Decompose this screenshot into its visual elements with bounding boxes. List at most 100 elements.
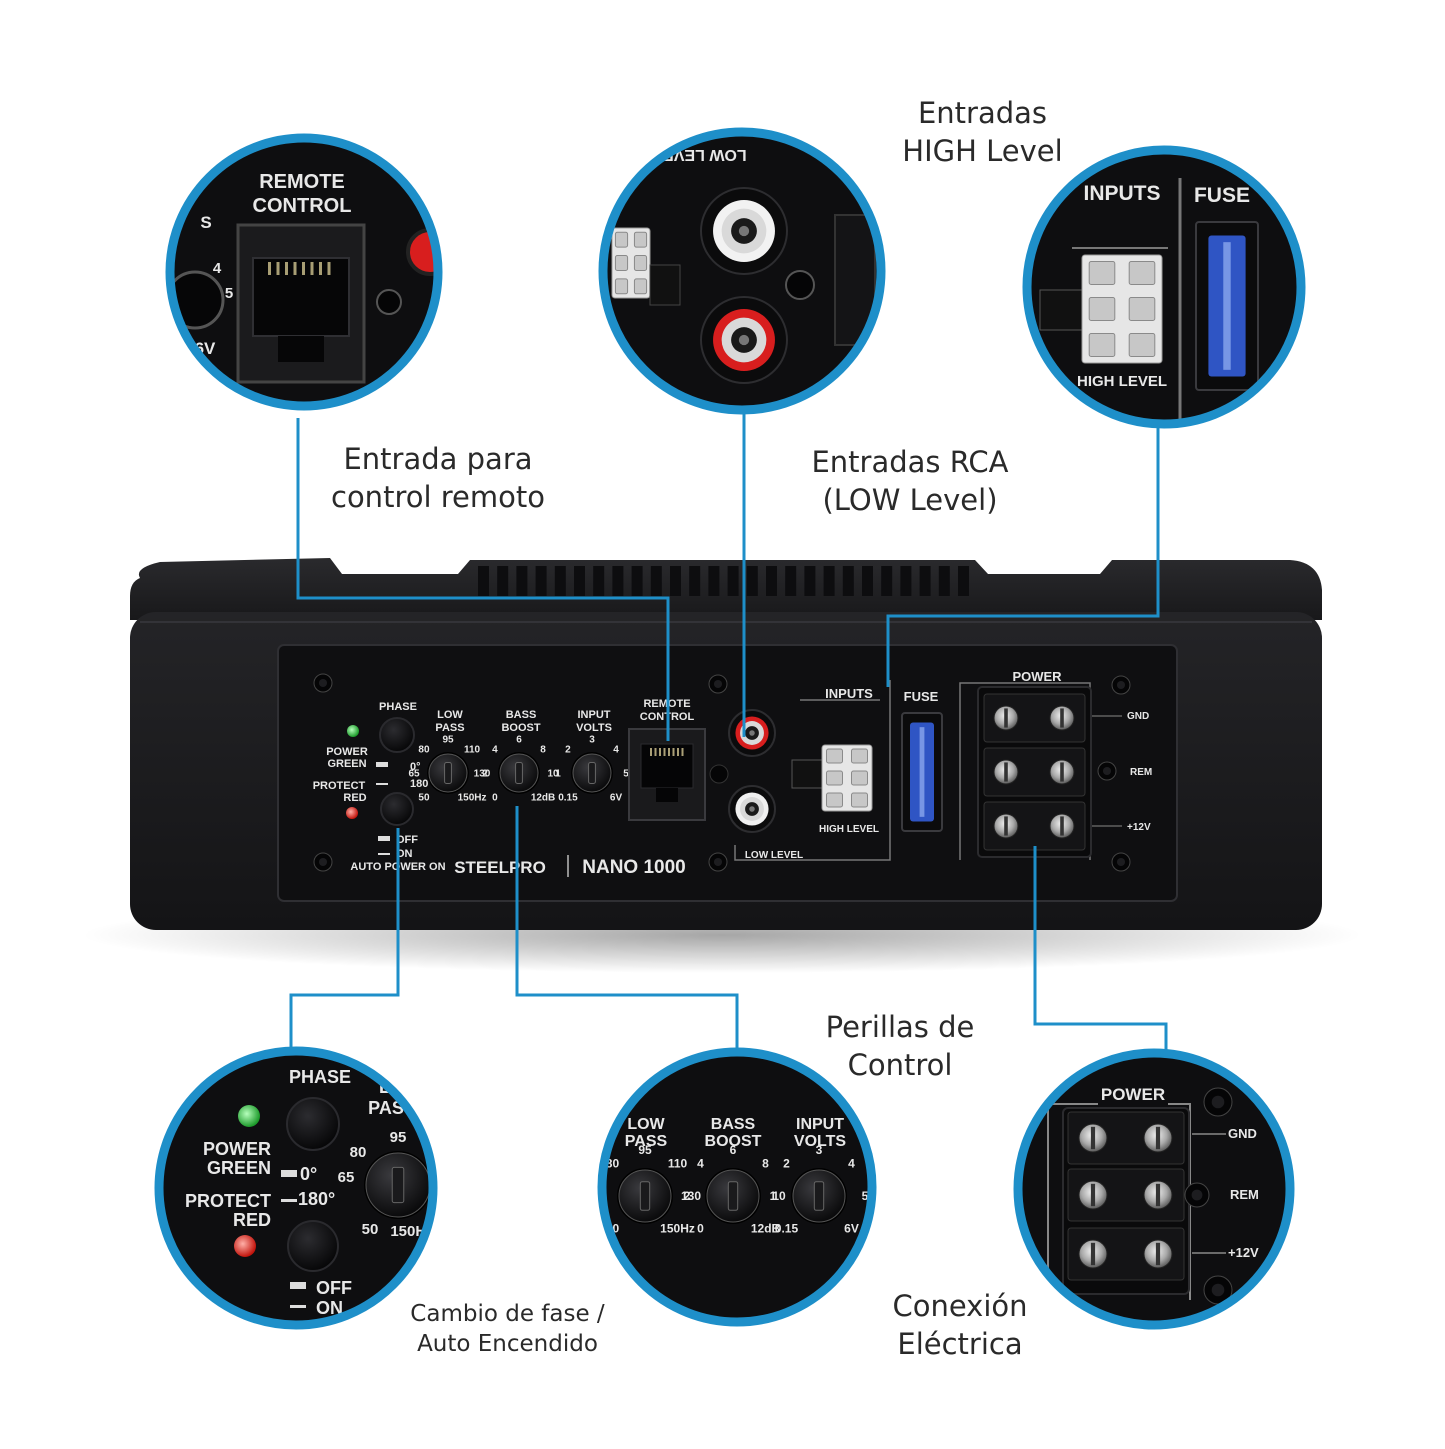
caption-control-knobs: Perillas de Control bbox=[800, 1009, 1000, 1084]
terminal-slot bbox=[1060, 708, 1064, 728]
push-button bbox=[380, 792, 414, 826]
fuse-element bbox=[919, 727, 925, 817]
caption-line: (LOW Level) bbox=[822, 482, 998, 517]
heatsink-slot bbox=[554, 566, 566, 596]
push-button bbox=[287, 1220, 339, 1272]
panel-label: 65 bbox=[338, 1169, 355, 1186]
molex-pin bbox=[1128, 332, 1156, 358]
panel-label: REM bbox=[1230, 1187, 1259, 1202]
switch-symbol bbox=[290, 1305, 306, 1308]
status-led bbox=[234, 1235, 256, 1257]
panel-label: PHASE bbox=[379, 701, 417, 713]
panel-label: HIGH LEVEL bbox=[1077, 373, 1167, 390]
heatsink-slot bbox=[631, 566, 643, 596]
caption-line: Eléctrica bbox=[897, 1326, 1023, 1361]
panel-label: 0° bbox=[300, 1164, 317, 1184]
panel-label: LOW LEVEL bbox=[745, 850, 803, 861]
molex-pin bbox=[633, 255, 648, 271]
caption-line: control remoto bbox=[331, 479, 545, 514]
panel-label: RED bbox=[233, 1210, 271, 1230]
heatsink-slot bbox=[650, 566, 662, 596]
panel-label: INPUT bbox=[796, 1116, 844, 1133]
screw-center bbox=[713, 857, 723, 867]
heatsink-slot bbox=[593, 566, 605, 596]
knob-tick-label: 3 bbox=[589, 735, 595, 746]
callout-line bbox=[1033, 846, 1168, 1054]
switch-symbol bbox=[281, 1199, 297, 1202]
knob-tick-label: 12dB bbox=[751, 1222, 781, 1236]
panel-label: PROTECT bbox=[313, 780, 366, 792]
panel-label: 4 bbox=[213, 260, 222, 277]
panel-label: 180° bbox=[410, 778, 433, 790]
knob-slot bbox=[391, 1166, 405, 1204]
zoom-border bbox=[598, 127, 886, 415]
status-led bbox=[347, 725, 359, 737]
fuse-element bbox=[1223, 242, 1231, 370]
panel-label: 0° bbox=[410, 761, 421, 773]
callout-line bbox=[886, 421, 1160, 687]
heatsink-slot bbox=[938, 566, 950, 596]
rj-contact bbox=[677, 748, 679, 756]
knob-tick-label: 0 bbox=[697, 1222, 704, 1236]
switch-symbol bbox=[376, 783, 388, 785]
rj-contact bbox=[319, 262, 322, 275]
panel-hole bbox=[709, 764, 729, 784]
panel-label: VOLTS bbox=[794, 1133, 846, 1150]
molex-pin bbox=[851, 792, 868, 808]
rj-contact bbox=[681, 748, 684, 756]
zoom-border bbox=[154, 1046, 438, 1330]
heatsink-slot bbox=[689, 566, 701, 596]
push-button bbox=[286, 1097, 340, 1151]
rj-port bbox=[252, 257, 350, 337]
panel-label: INPUT bbox=[578, 709, 611, 721]
caption-line: Entradas RCA bbox=[811, 445, 1009, 479]
terminal-slot bbox=[1004, 762, 1008, 782]
status-led bbox=[346, 807, 358, 819]
knob-tick-label: 50 bbox=[418, 793, 430, 804]
knob-tick-label: 150Hz bbox=[458, 793, 487, 804]
panel-label: POWER bbox=[326, 746, 368, 758]
caption-line: Auto Encendido bbox=[417, 1330, 598, 1357]
panel-label: BOOST bbox=[705, 1133, 762, 1150]
panel-label: +12V bbox=[1228, 1245, 1259, 1260]
knob-tick-label: 6V bbox=[610, 793, 623, 804]
knob-tick-label: 4 bbox=[492, 744, 498, 755]
panel-label: GREEN bbox=[327, 758, 366, 770]
knob-tick-label: 130 bbox=[681, 1189, 701, 1203]
switch-symbol bbox=[378, 853, 390, 855]
knob-tick-label: 130 bbox=[474, 769, 491, 780]
panel-label: OFF bbox=[396, 834, 418, 846]
panel-label: +12V bbox=[1127, 822, 1151, 833]
zoom-border bbox=[1022, 145, 1306, 429]
panel-label: GND bbox=[1228, 1126, 1257, 1141]
knob-tick-label: 10 bbox=[547, 769, 559, 780]
rj-contact bbox=[668, 748, 670, 756]
panel-label: OFF bbox=[316, 1278, 352, 1298]
molex-pin bbox=[1088, 260, 1116, 286]
screw-center bbox=[318, 857, 328, 867]
rca-pin bbox=[738, 334, 750, 346]
terminal-slot bbox=[1155, 1183, 1161, 1207]
zoom-rca-inputs: LOW LEVEL bbox=[598, 127, 886, 415]
screw-center bbox=[713, 679, 723, 689]
screw-center bbox=[1191, 1189, 1203, 1201]
switch-symbol bbox=[378, 836, 390, 841]
rj-contact bbox=[663, 748, 666, 756]
rj-contact bbox=[276, 262, 280, 275]
knob-tick-label: 80 bbox=[418, 744, 430, 755]
screw-center bbox=[318, 678, 328, 688]
caption-line: Entradas bbox=[917, 96, 1048, 130]
knob-tick-label: 2 bbox=[783, 1157, 790, 1171]
knob-tick-label: 110 bbox=[464, 744, 481, 755]
panel-label: 150Hz bbox=[390, 1223, 433, 1240]
heatsink-slot bbox=[881, 566, 893, 596]
panel-label: PASS bbox=[435, 722, 464, 734]
knob-slot bbox=[639, 1181, 651, 1211]
panel-label: PASS bbox=[625, 1133, 668, 1150]
molex-pin bbox=[614, 255, 629, 271]
panel-label: GREEN bbox=[207, 1158, 271, 1178]
knob-tick-label: 6 bbox=[516, 735, 522, 746]
rj-contact bbox=[650, 748, 652, 756]
rj-contact bbox=[293, 262, 297, 275]
panel-label: VOLTS bbox=[576, 722, 612, 734]
